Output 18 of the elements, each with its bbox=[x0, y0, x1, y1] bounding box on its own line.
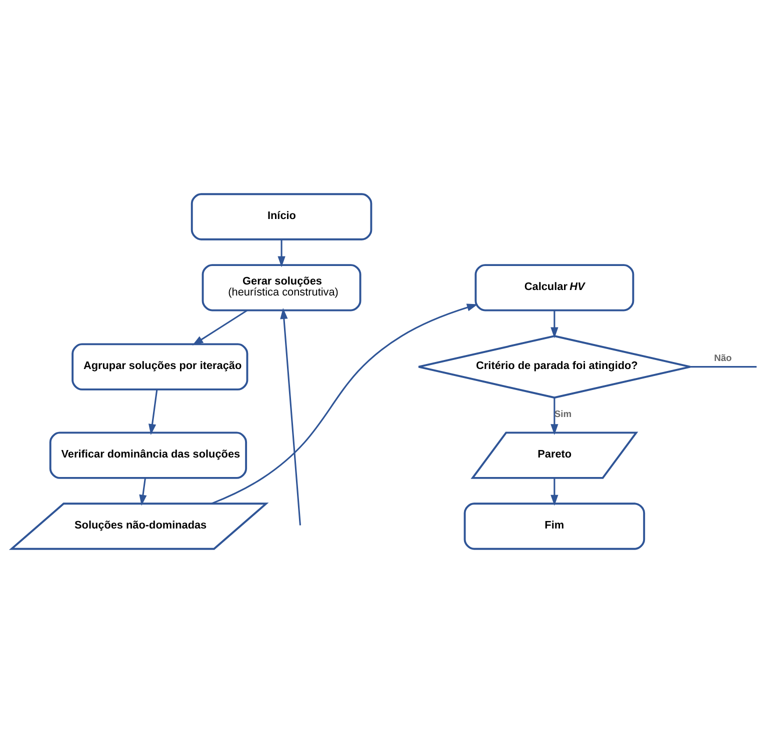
edge-label: Não bbox=[714, 352, 732, 363]
arrow bbox=[148, 388, 158, 434]
arrow bbox=[192, 309, 248, 345]
arrow bbox=[280, 307, 301, 525]
arrow bbox=[550, 478, 558, 506]
arrow bbox=[550, 310, 558, 338]
connector bbox=[690, 366, 757, 368]
node-box: Gerar soluções (heurística construtiva) bbox=[202, 264, 362, 311]
node-diamond: Critério de parada foi atingido? bbox=[418, 334, 692, 398]
node-box: Fim bbox=[464, 502, 646, 550]
arrow bbox=[211, 303, 478, 504]
arrow bbox=[550, 397, 558, 435]
arrow bbox=[278, 238, 286, 267]
node-box: Início bbox=[190, 192, 372, 240]
node-box: Agrupar soluções por iteração bbox=[72, 342, 248, 390]
node-box: Verificar dominância das soluções bbox=[49, 431, 248, 478]
node-box: Calcular HV bbox=[474, 264, 634, 311]
arrow bbox=[139, 477, 147, 506]
